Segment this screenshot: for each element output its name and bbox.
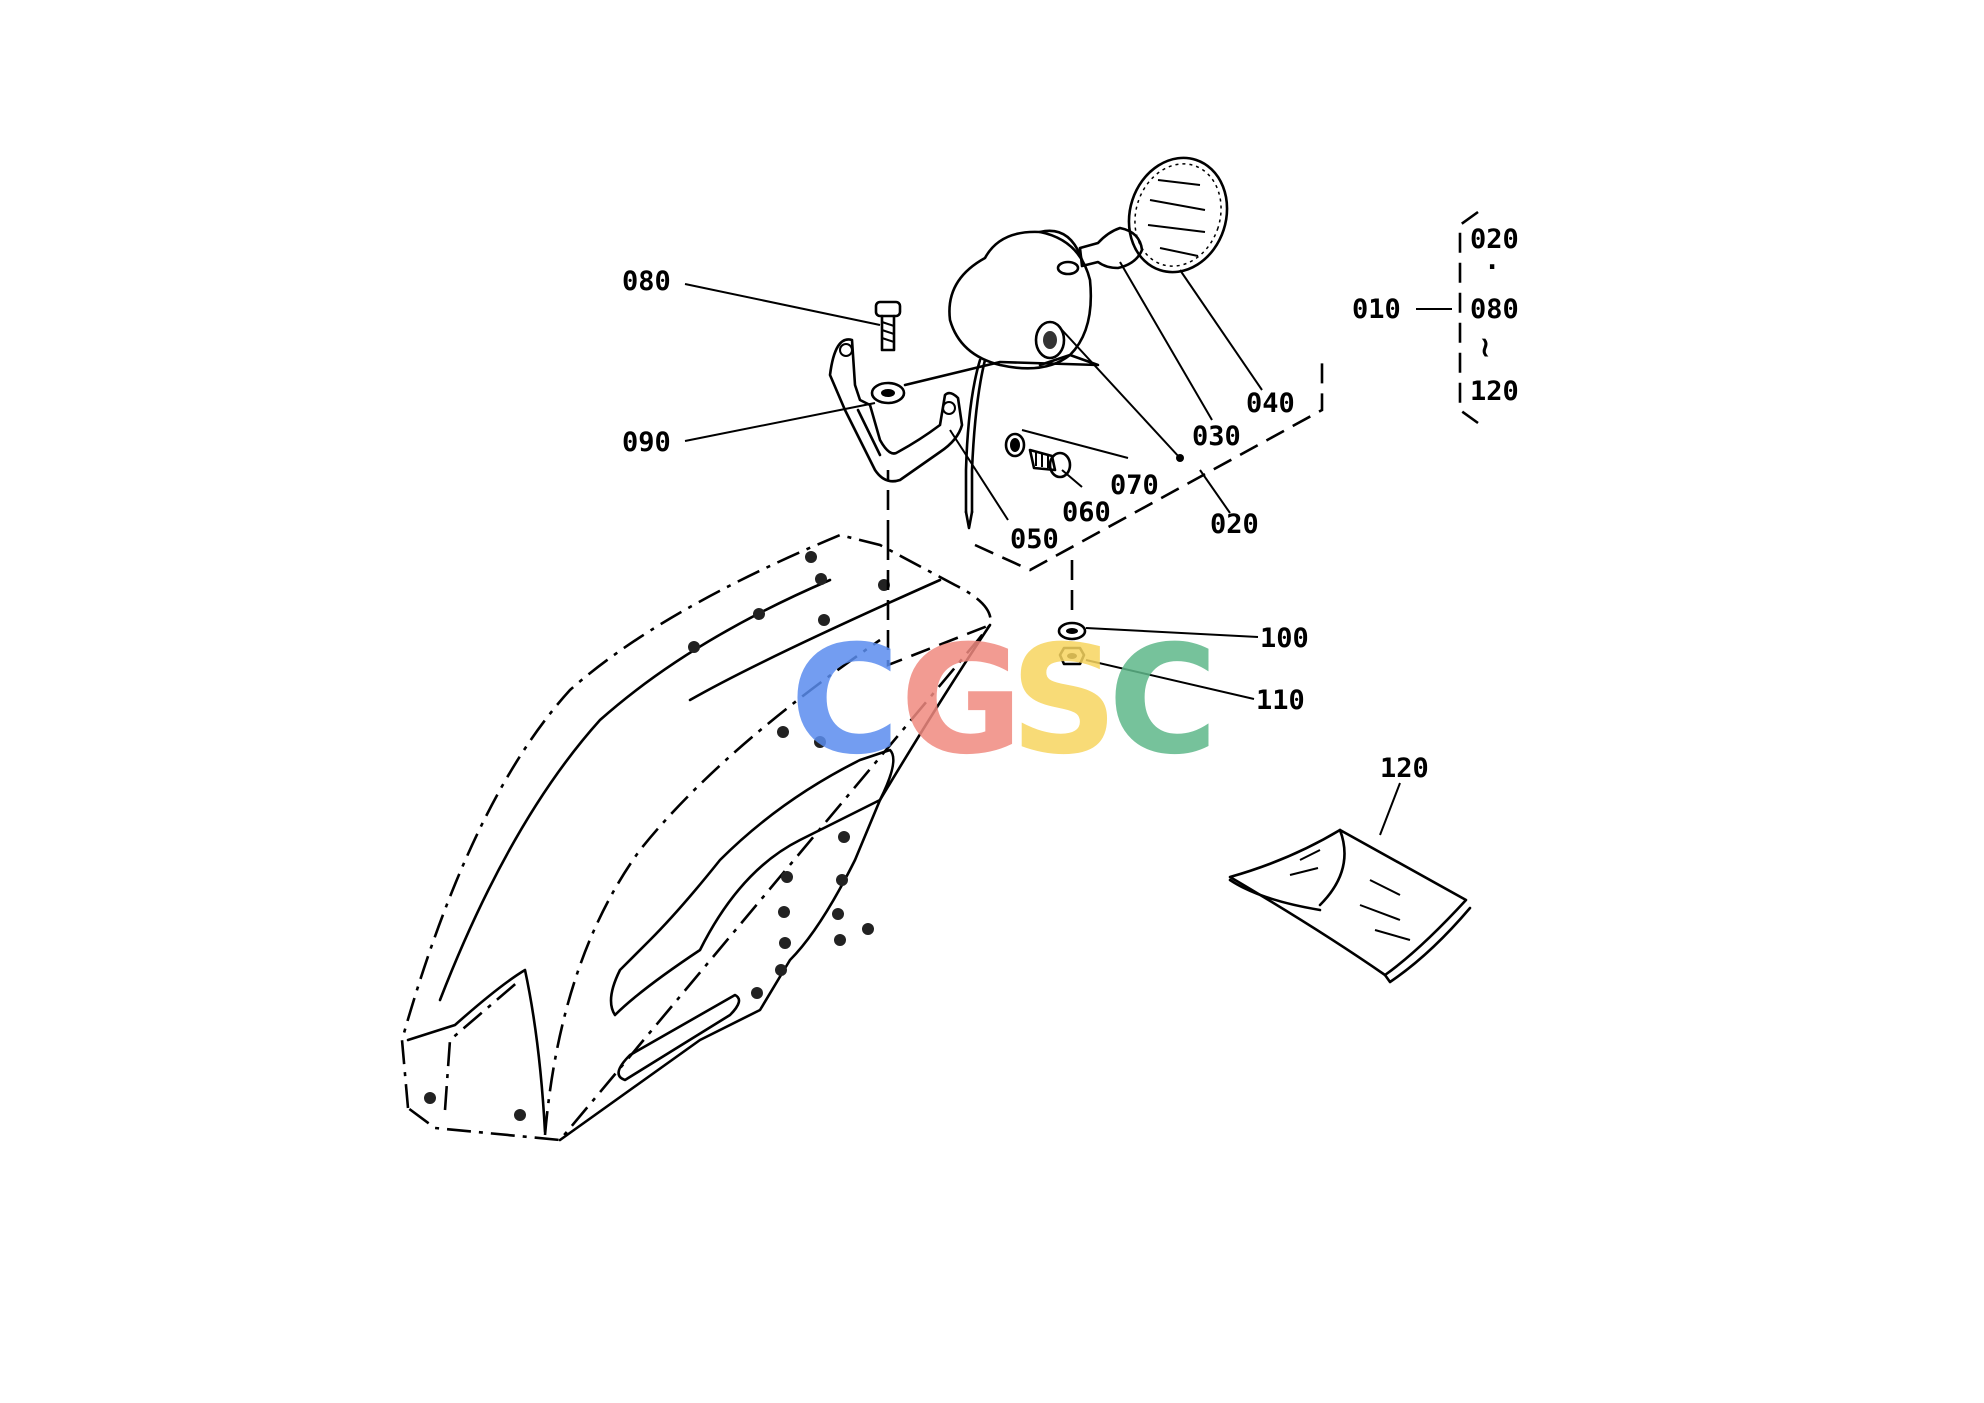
screw-and-lockwasher (1004, 432, 1072, 479)
callout-100: 100 (1260, 623, 1309, 654)
callout-020: 020 (1210, 509, 1259, 540)
watermark-letter-1: C (790, 614, 900, 788)
watermark-letter-4: C (1108, 614, 1218, 788)
callout-070: 070 (1110, 470, 1159, 501)
lamp-bulb (1056, 226, 1144, 276)
washer (870, 381, 906, 405)
watermark-logo: C G S C (790, 614, 1218, 788)
lamp-bracket (828, 338, 964, 483)
assembly-lines (886, 360, 1324, 667)
assembly-bracket: 010 020 · 080 ≀ 120 (1352, 210, 1519, 425)
callout-030: 030 (1192, 421, 1241, 452)
callout-080: 080 (622, 266, 671, 297)
washer-100 (1057, 621, 1087, 641)
nut-110 (1058, 646, 1086, 666)
assembly-item-middle: 080 (1470, 294, 1519, 325)
callout-060: 060 (1062, 497, 1111, 528)
callout-050: 050 (1010, 524, 1059, 555)
lamp-lens (1127, 156, 1229, 274)
assembly-item-top: 020 (1470, 224, 1519, 255)
operator-manual-icon (1228, 828, 1472, 984)
callout-110: 110 (1256, 685, 1305, 716)
watermark-letter-2: G (900, 614, 1023, 788)
assembly-item-bottom: 120 (1470, 376, 1519, 407)
callout-120: 120 (1380, 753, 1429, 784)
callout-040: 040 (1246, 388, 1295, 419)
bolt (874, 300, 902, 352)
fender (400, 533, 992, 1142)
assembly-item-tilde: ≀ (1480, 332, 1490, 363)
watermark-letter-3: S (1010, 614, 1118, 788)
assembly-parent-010: 010 (1352, 294, 1401, 325)
assembly-item-dot: · (1484, 252, 1500, 283)
work-lamp (903, 229, 1100, 530)
callouts: 080 090 050 060 070 020 030 040 100 110 … (622, 266, 1429, 784)
callout-090: 090 (622, 427, 671, 458)
leader-lines (684, 261, 1401, 836)
fender-holes (424, 551, 890, 1121)
